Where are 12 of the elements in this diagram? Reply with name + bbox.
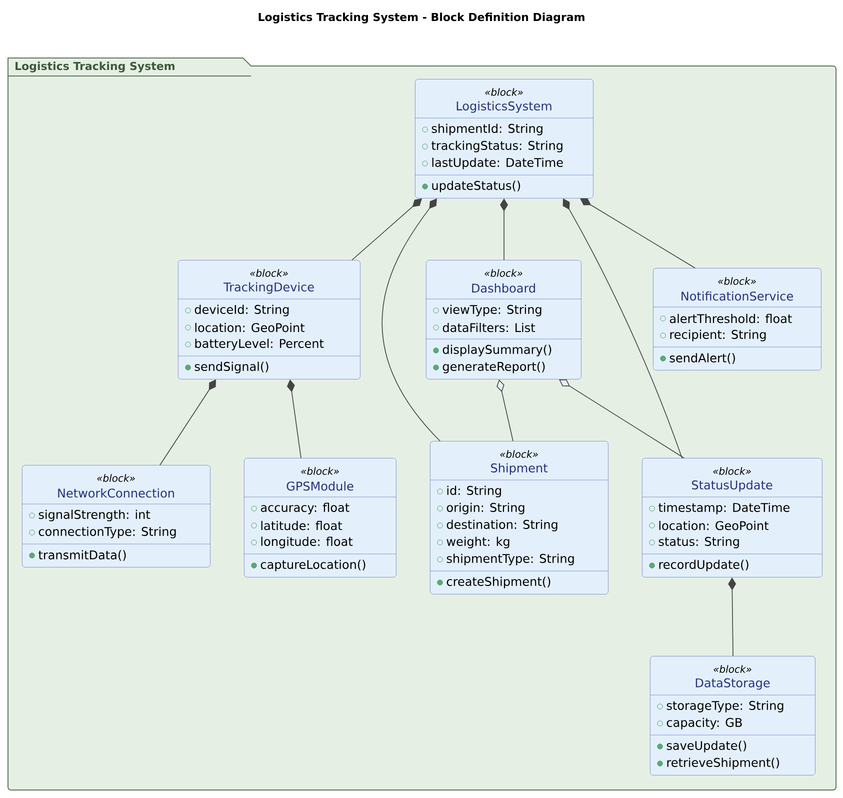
block-box: «block» LogisticsSystem shipmentId: String trackingStatus: String lastUpdate: DateTime updateStatus() (414, 79, 594, 198)
block-box: «block» Dashboard viewType: String dataFilters: List displaySummary() generateReport() (426, 260, 582, 380)
block-box: «block» TrackingDevice deviceId: String location: GeoPoint batteryLevel: Percent sendSignal() (178, 260, 360, 380)
block-box: «block» StatusUpdate timestamp: DateTime location: GeoPoint status: String recordUpdate() (642, 458, 822, 578)
block-box: «block» NotificationService alertThreshold: float recipient: String sendAlert() (652, 268, 822, 370)
block-box: «block» NetworkConnection signalStrength: int connectionType: String transmitData() (22, 465, 210, 568)
block-box: «block» Shipment id: String origin: String destination: String weight: kg shipmentType: String createShipment() (430, 441, 608, 594)
block-box: «block» DataStorage storageType: String capacity: GB saveUpdate() retrieveShipment() (650, 656, 816, 776)
diagram-title: Logistics Tracking System - Block Definition Diagram (258, 12, 584, 24)
composition-line (559, 379, 684, 458)
composition-line (580, 198, 696, 268)
block-box: «block» GPSModule accuracy: float latitude: float longitude: float captureLocation() (244, 458, 396, 578)
